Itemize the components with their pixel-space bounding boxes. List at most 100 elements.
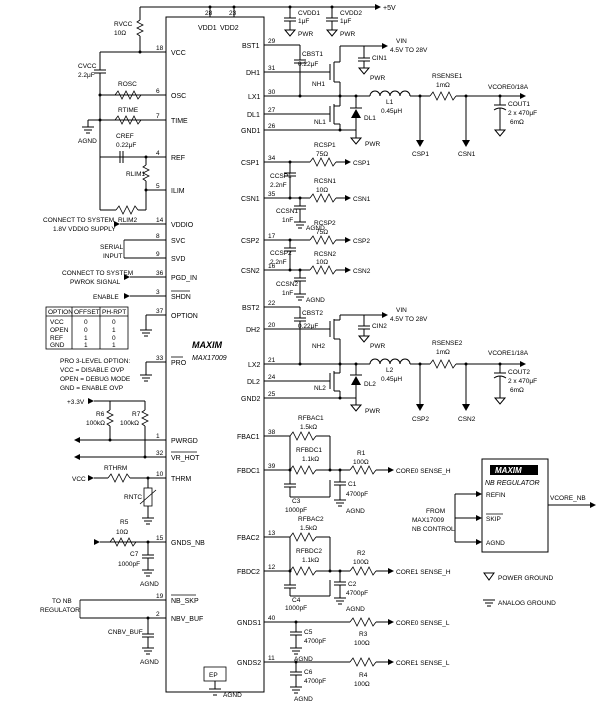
- pin-label-gnd2: GND2: [241, 396, 261, 403]
- rfbac2-name: RFBAC2: [298, 516, 324, 523]
- rfbdc1-name: RFBDC1: [296, 447, 322, 454]
- pwr-label: PWR: [370, 75, 385, 82]
- pin-num: 27: [268, 107, 276, 114]
- agnd-label: AGND: [294, 696, 313, 703]
- pin-label-csn1: CSN1: [241, 196, 260, 203]
- c4-name: C4: [292, 597, 301, 604]
- nb-logo: MAXIM: [495, 466, 522, 475]
- csp1-label: CSP1: [412, 151, 429, 158]
- cin1-name: CIN1: [372, 55, 387, 62]
- note-pro-1: PRO 3-LEVEL OPTION:: [60, 358, 130, 365]
- pwr-label: PWR: [370, 343, 385, 350]
- l1-name: L1: [386, 99, 394, 106]
- cout2-esr: 6mΩ: [510, 387, 524, 394]
- r5-value: 10Ω: [116, 529, 128, 536]
- legend-analog-ground: ANALOG GROUND: [498, 600, 556, 607]
- nb-title: NB REGULATOR: [485, 480, 540, 487]
- cvcc-value: 2.2μF: [78, 72, 95, 79]
- c1-value: 4700pF: [346, 491, 368, 498]
- pin-num: 24: [268, 374, 276, 381]
- pin-label-ilim: ILIM: [171, 188, 185, 195]
- cref-value: 0.22μF: [116, 142, 136, 149]
- ccsp1-value: 2.2nF: [270, 182, 287, 189]
- csn1-label: CSN1: [353, 196, 371, 203]
- pin-num: 22: [268, 300, 276, 307]
- table-cell: 0: [84, 327, 88, 334]
- nl2-name: NL2: [314, 385, 326, 392]
- pin-num: 39: [268, 463, 276, 470]
- pin-num: 13: [268, 530, 276, 537]
- pin-num: 1: [156, 433, 160, 440]
- rvcc-name: RVCC: [114, 21, 133, 28]
- csp2-label: CSP2: [353, 238, 370, 245]
- core1-sense-h-label: CORE1 SENSE_H: [396, 569, 451, 576]
- note-serial-1: SERIAL: [100, 244, 124, 251]
- table-cell: 0: [112, 335, 116, 342]
- c4-value: 1000pF: [285, 605, 307, 612]
- l2-name: L2: [386, 367, 394, 374]
- table-cell: VCC: [50, 319, 64, 326]
- cbst2-value: 0.22μF: [298, 323, 318, 330]
- pin-label-svd: SVD: [171, 256, 185, 263]
- agnd-label: AGND: [223, 692, 242, 699]
- pin-label-pwrgd: PWRGD: [171, 438, 198, 445]
- pin-num: 40: [268, 615, 276, 622]
- pwr-label: PWR: [365, 408, 380, 415]
- c2-name: C2: [348, 581, 357, 588]
- pin-label-vdd1: VDD1: [198, 25, 217, 32]
- note-pro-2: VCC = DISABLE OVP: [60, 367, 124, 374]
- legend-power-ground: POWER GROUND: [498, 575, 554, 582]
- rfbac1-value: 1.5kΩ: [300, 424, 317, 431]
- r4-name: R4: [359, 672, 368, 679]
- rcsp1-value: 75Ω: [316, 151, 328, 158]
- nb-from-2: MAX17009: [412, 517, 445, 524]
- pin-label-csp2: CSP2: [241, 238, 259, 245]
- rsense2-value: 1mΩ: [436, 349, 450, 356]
- rcsn2-name: RCSN2: [314, 251, 336, 258]
- c5-value: 4700pF: [304, 638, 326, 645]
- pin-label-vr-hot: VR_HOT: [171, 455, 200, 462]
- cnbv-name: CNBV_BUF: [108, 629, 143, 636]
- ccsp2-value: 2.2nF: [270, 259, 287, 266]
- table-cell: 0: [112, 319, 116, 326]
- agnd-label: AGND: [346, 508, 365, 515]
- pin-num: 5: [156, 183, 160, 190]
- pin-num: 11: [268, 655, 275, 662]
- cvdd2-name: CVDD2: [340, 10, 362, 17]
- table-cell: 1: [112, 327, 116, 334]
- pwr-label: PWR: [365, 141, 380, 148]
- ep-label: EP: [209, 672, 218, 679]
- table-cell: REF: [50, 335, 63, 342]
- cvcc-name: CVCC: [78, 63, 97, 70]
- vcc-label: VCC: [72, 476, 86, 483]
- csn2-label: CSN2: [353, 268, 371, 275]
- ccsn1-name: CCSN1: [276, 208, 298, 215]
- c3-name: C3: [292, 498, 301, 505]
- cvdd1-value: 1μF: [298, 18, 309, 25]
- pin-label-lx2: LX2: [248, 362, 261, 369]
- agnd-label: AGND: [78, 138, 97, 145]
- pin-num: 4: [156, 150, 160, 157]
- rfbac2-value: 1.5kΩ: [300, 525, 317, 532]
- c3-value: 1000pF: [285, 507, 307, 514]
- cout2-name: COUT2: [508, 369, 530, 376]
- note-nb-2: REGULATOR: [40, 607, 80, 614]
- rcsp1-name: RCSP1: [314, 142, 336, 149]
- pin-num: 34: [268, 155, 276, 162]
- dl1-name: DL1: [364, 115, 376, 122]
- pin-label-csp1: CSP1: [241, 160, 259, 167]
- pin-label-vcc: VCC: [171, 50, 186, 57]
- pin-label-gnds1: GNDS1: [237, 620, 261, 627]
- pin-label-nbv-buf: NBV_BUF: [171, 616, 203, 623]
- cbst2-name: CBST2: [302, 310, 323, 317]
- pin-num: 17: [268, 233, 276, 240]
- cout2-value: 2 x 470μF: [508, 378, 537, 385]
- core0-sense-l-label: CORE0 SENSE_L: [396, 620, 450, 627]
- pin-label-fbac1: FBAC1: [237, 434, 260, 441]
- vin-label: VIN: [396, 307, 407, 314]
- table-header: PH-RPT: [102, 309, 126, 316]
- rcsn1-value: 10Ω: [316, 187, 328, 194]
- nb-pin-agnd: AGND: [486, 540, 505, 547]
- l1-value: 0.45μH: [381, 108, 402, 115]
